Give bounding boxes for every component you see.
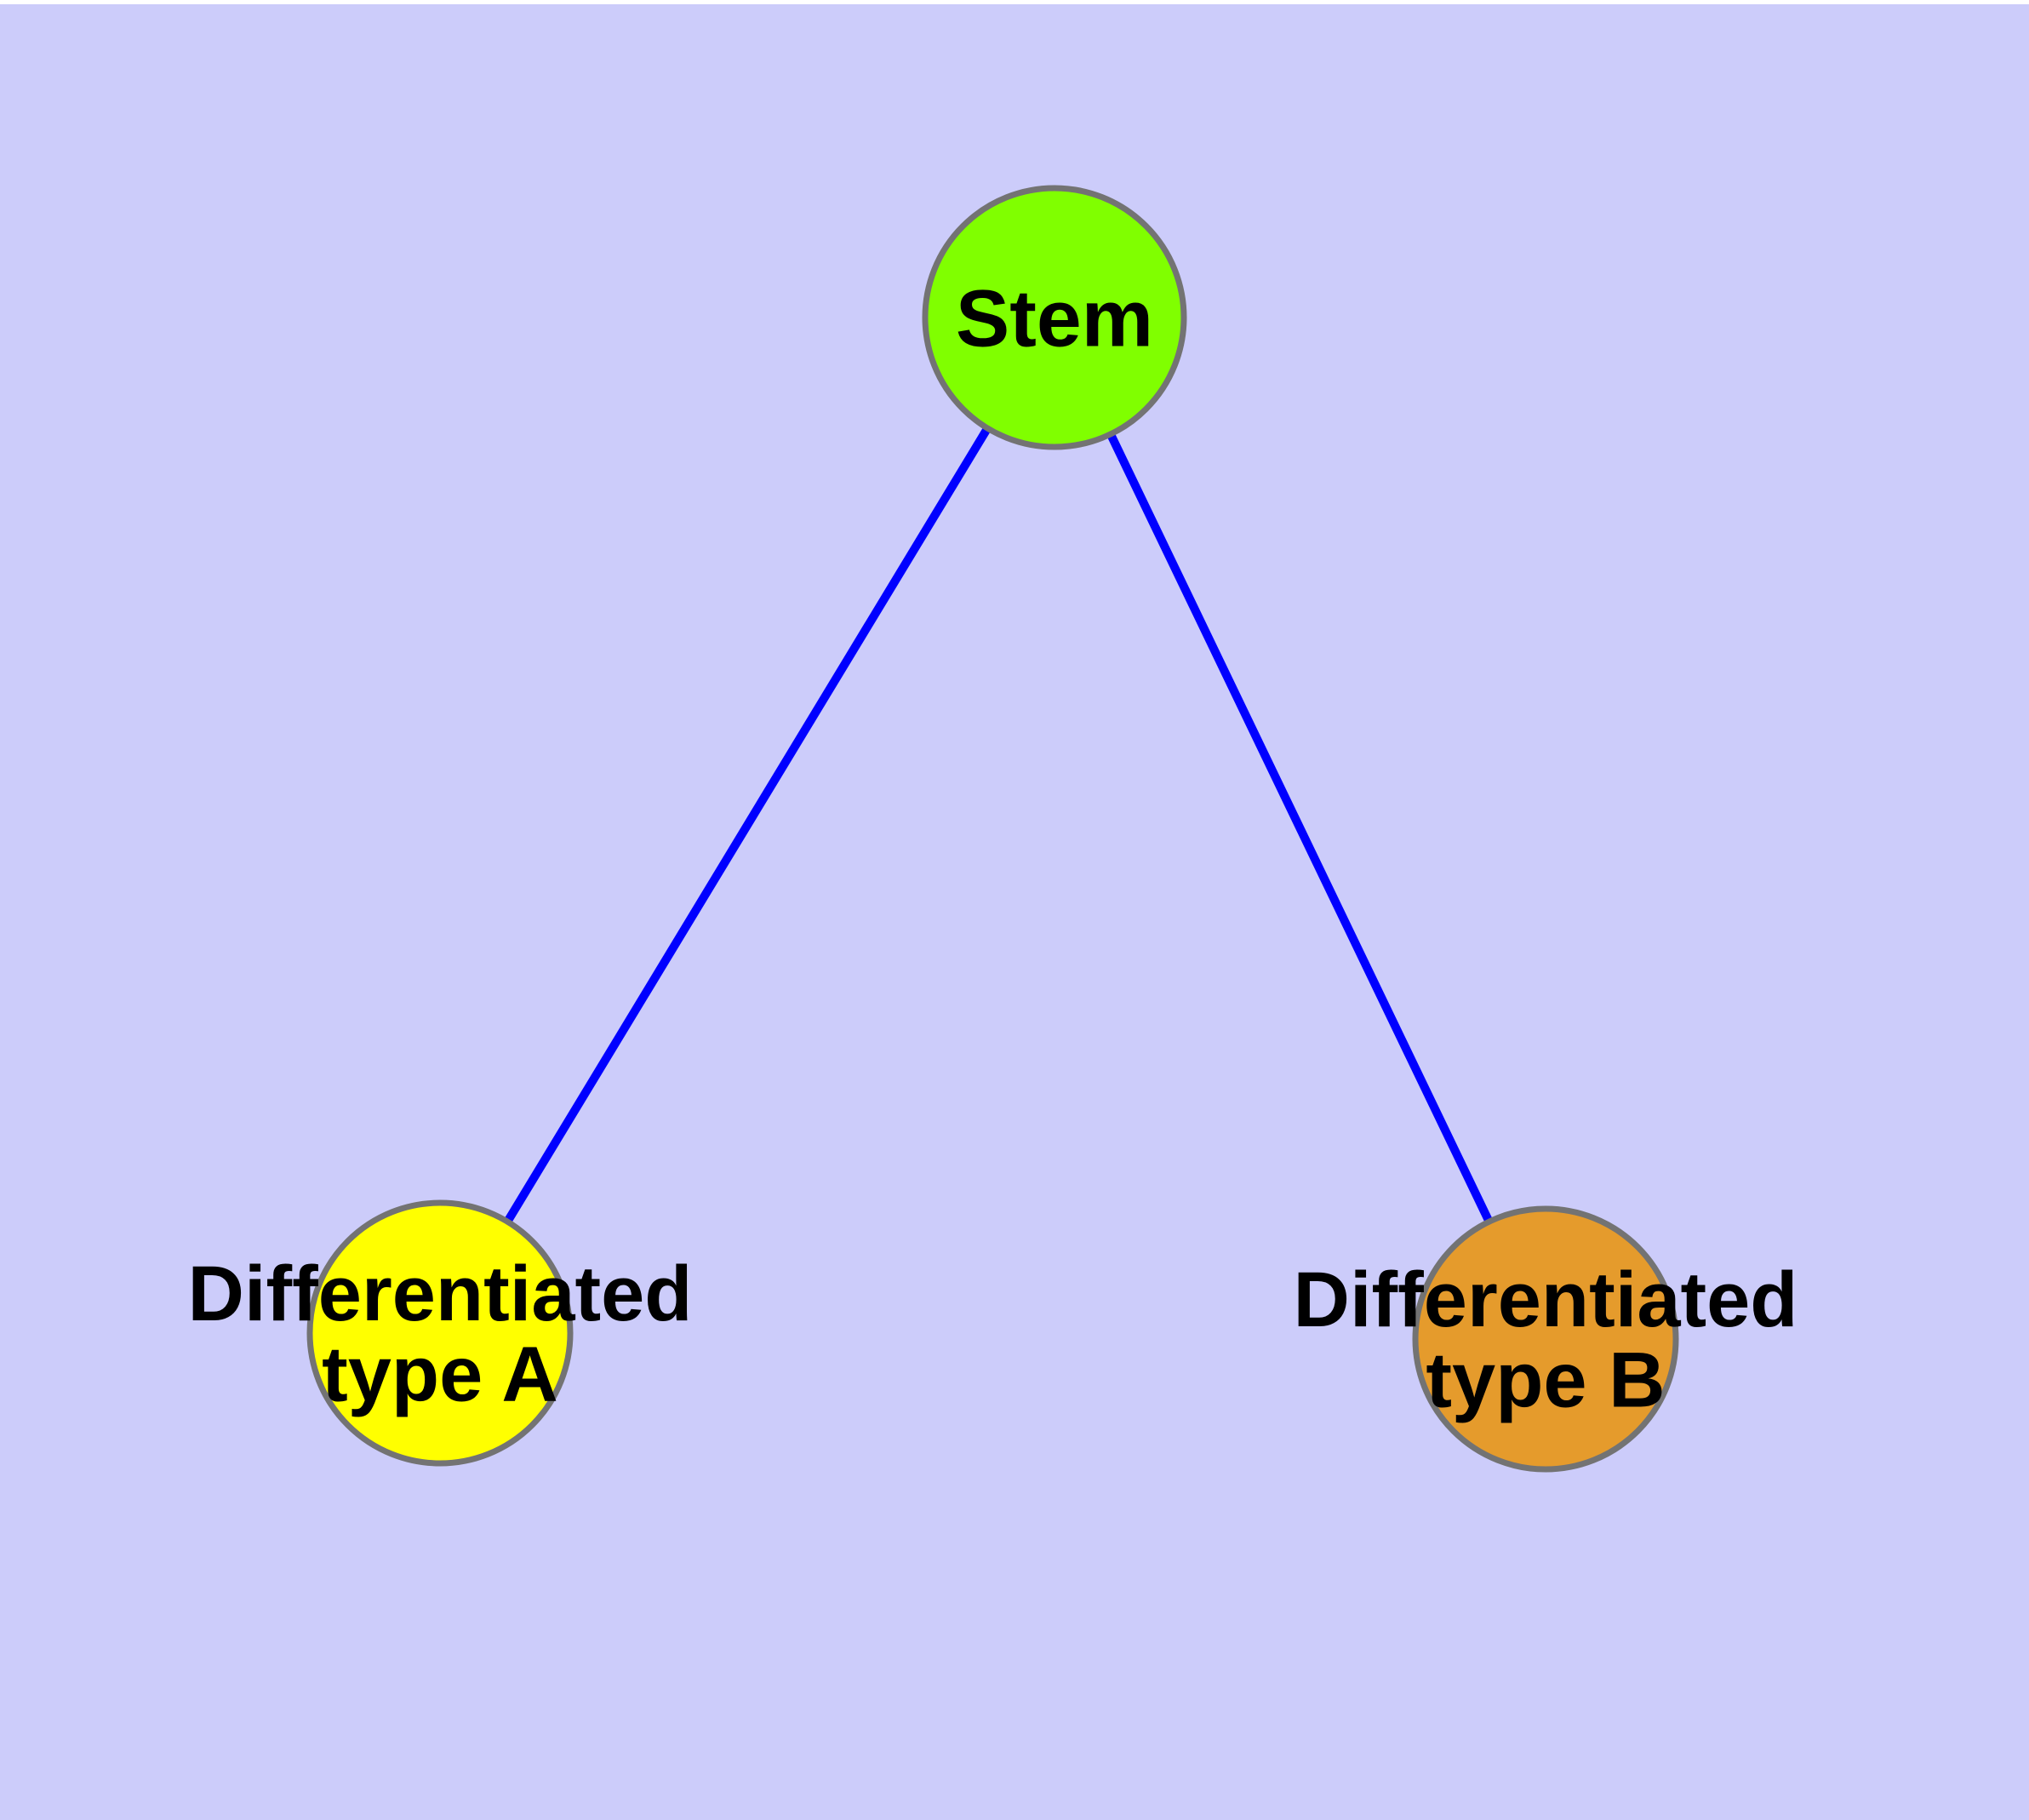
graph-node-label-line: Stem: [956, 273, 1153, 363]
graph-node-label-line: type A: [322, 1331, 558, 1418]
graph-node-label-stem: Stem: [956, 273, 1153, 363]
graph-node-stem[interactable]: [922, 185, 1187, 450]
graph-edge-stem-diff_b[interactable]: [1106, 431, 1495, 1226]
graph-node-label-line: type B: [1426, 1337, 1665, 1424]
nodes-layer: [306, 185, 1679, 1473]
graph-node-diff_a[interactable]: [306, 1199, 574, 1467]
edges-layer: [502, 424, 1495, 1226]
graph-node-label-line: Differentiated: [188, 1251, 693, 1337]
graph-node-label-line: Differentiated: [1294, 1256, 1798, 1343]
graph-edge-stem-diff_a[interactable]: [502, 424, 992, 1226]
graph-node-diff_b[interactable]: [1412, 1205, 1679, 1473]
